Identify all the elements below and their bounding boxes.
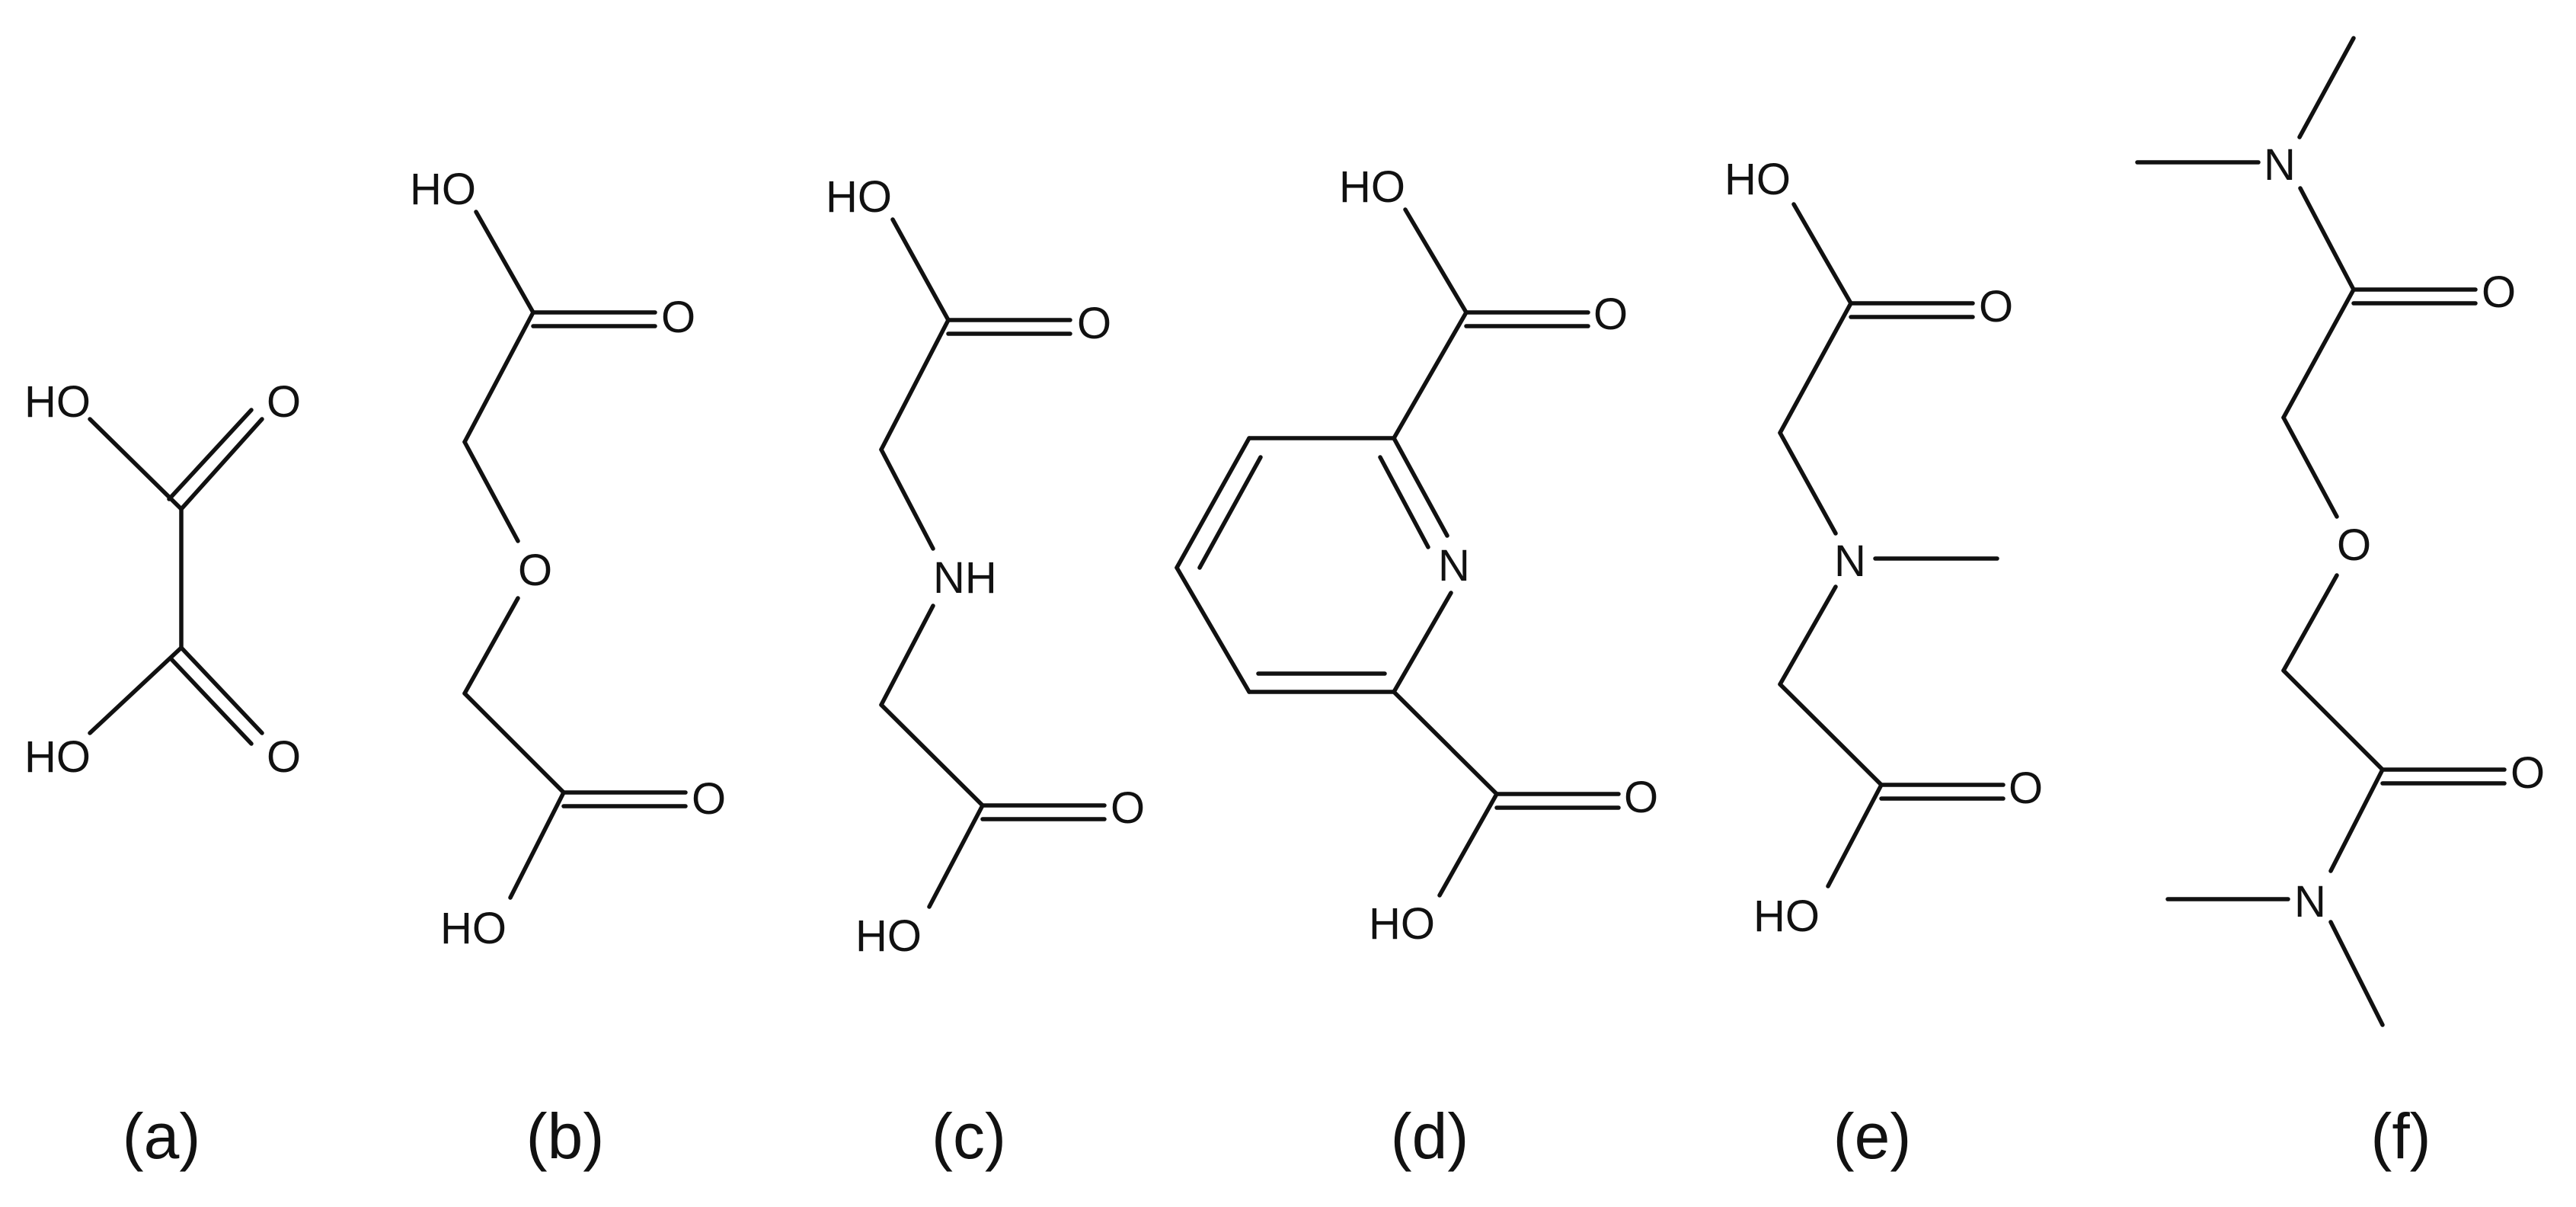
molecule-e-caption: (e) — [1833, 1100, 1912, 1172]
molecule-d-bonds — [1175, 207, 1621, 898]
molecule-a-oh-bottom-label: HO — [24, 732, 91, 782]
molecule-d-ring-n-label: N — [1438, 541, 1470, 591]
molecule-e-o-bottom-label: O — [2009, 764, 2043, 813]
molecule-a-oh-top-label: HO — [24, 377, 91, 427]
molecule-c: HO O NH O HO (c) — [826, 172, 1145, 1172]
molecule-c-oh-bottom-label: HO — [855, 911, 922, 961]
molecule-d: HO O N O HO (d) — [1175, 162, 1658, 1172]
molecule-e: HO O N O HO (e) — [1724, 155, 2043, 1172]
molecule-b: HO O O O HO (b) — [410, 165, 726, 1172]
molecule-b-oh-top-label: HO — [410, 165, 476, 214]
molecule-b-o-bottom-label: O — [692, 774, 726, 824]
molecule-f-o-bottom-label: O — [2510, 748, 2545, 798]
molecule-e-oh-top-label: HO — [1724, 155, 1791, 204]
molecule-f: N O O O N (f) — [2135, 36, 2545, 1172]
molecule-d-o-top-label: O — [1593, 290, 1628, 339]
molecule-f-o-top-label: O — [2482, 267, 2516, 317]
molecule-f-ether-o-label: O — [2337, 520, 2371, 570]
molecule-c-bonds — [879, 217, 1107, 909]
molecule-e-oh-bottom-label: HO — [1753, 892, 1820, 941]
molecule-b-caption: (b) — [526, 1100, 605, 1172]
molecule-f-bonds — [2135, 36, 2507, 1027]
molecule-a-caption: (a) — [123, 1100, 201, 1172]
molecule-e-n-label: N — [1834, 536, 1866, 586]
molecule-c-caption: (c) — [932, 1100, 1006, 1172]
molecule-f-n-top-label: N — [2264, 140, 2296, 190]
molecule-d-o-bottom-label: O — [1624, 773, 1658, 822]
molecule-a-bonds — [88, 408, 264, 746]
molecule-d-oh-bottom-label: HO — [1369, 899, 1435, 949]
molecule-b-o-top-label: O — [661, 293, 695, 342]
molecule-f-n-bottom-label: N — [2294, 877, 2326, 927]
molecule-d-oh-top-label: HO — [1339, 162, 1405, 212]
molecule-c-o-bottom-label: O — [1111, 783, 1145, 833]
molecule-b-oh-bottom-label: HO — [440, 904, 507, 953]
molecule-e-o-top-label: O — [1979, 282, 2013, 331]
molecule-a-o-top-label: O — [267, 377, 301, 427]
molecule-b-ether-o-label: O — [518, 546, 552, 595]
molecule-d-caption: (d) — [1391, 1100, 1469, 1172]
molecule-c-oh-top-label: HO — [826, 172, 892, 222]
molecule-e-bonds — [1778, 202, 2006, 888]
molecule-b-bonds — [462, 210, 688, 900]
molecule-c-nh-label: NH — [933, 553, 997, 603]
molecule-a-o-bottom-label: O — [267, 732, 301, 782]
molecule-f-caption: (f) — [2370, 1100, 2431, 1172]
molecule-a: HO O HO O (a) — [24, 377, 301, 1172]
molecule-c-o-top-label: O — [1077, 299, 1111, 348]
